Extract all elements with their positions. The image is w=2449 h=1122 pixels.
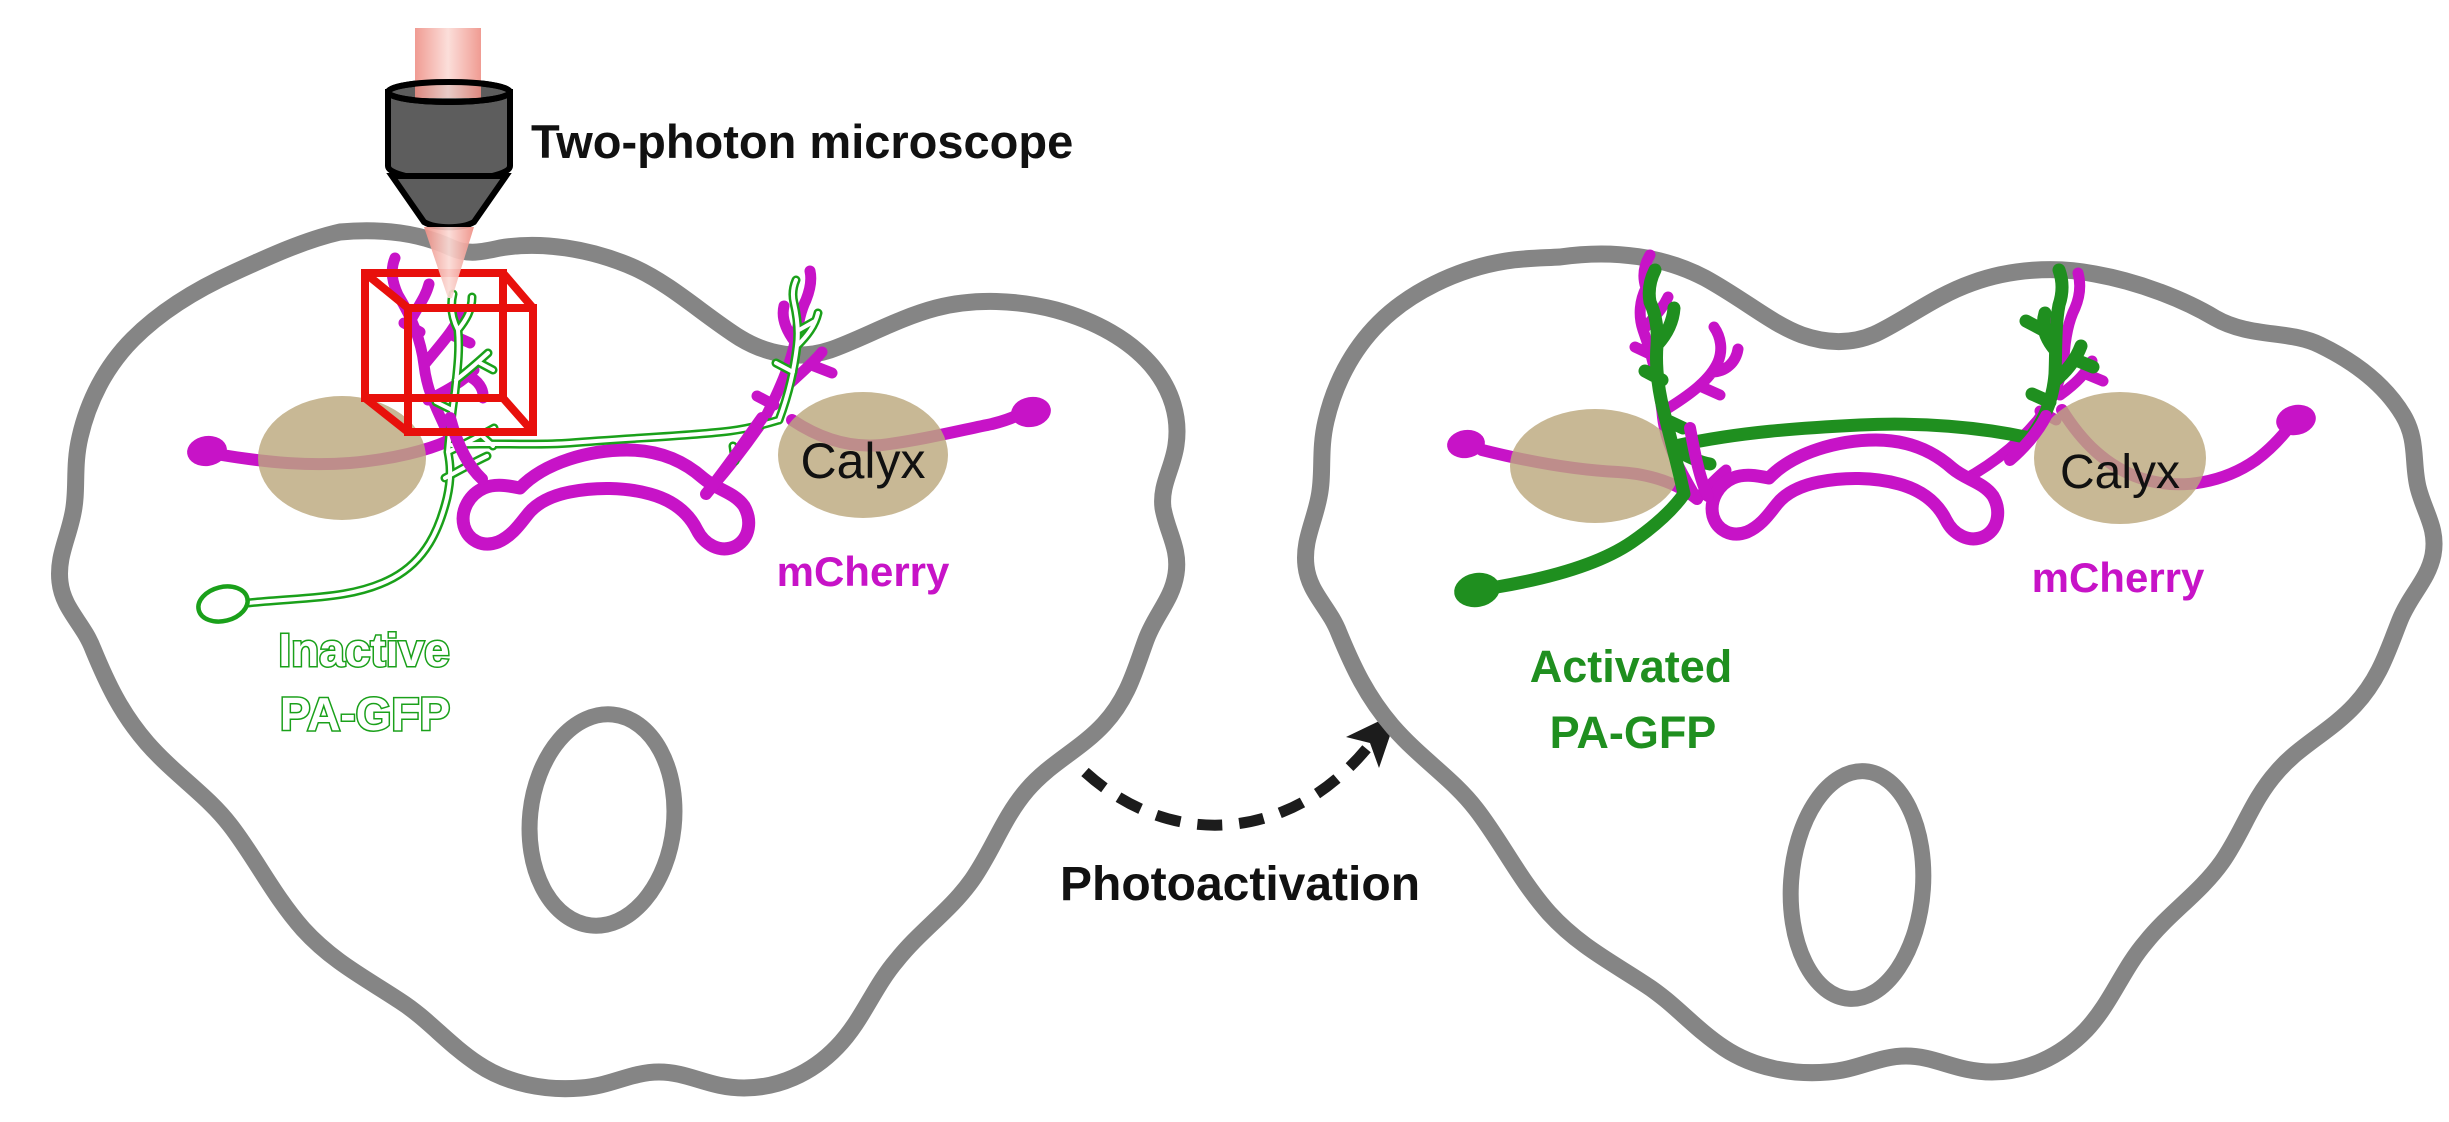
mcherry-overlap-right bbox=[1684, 410, 2052, 502]
objective-rim-outline bbox=[385, 79, 513, 105]
calyx-region-right-left bbox=[1510, 409, 1680, 523]
dashed-curved-arrow-icon bbox=[1081, 738, 1377, 831]
objective-cone bbox=[386, 173, 512, 231]
mcherry-soma-left-right bbox=[1011, 396, 1051, 428]
mcherry-soma-right-left bbox=[1447, 429, 1485, 459]
inactive-pagfp-label-line2: PA-GFP bbox=[280, 688, 450, 740]
laser-focus-cone bbox=[424, 227, 474, 298]
microscope-objective-icon bbox=[385, 28, 513, 231]
left-brain-outline bbox=[51, 222, 1186, 1098]
transition: Photoactivation bbox=[1060, 712, 1420, 911]
mcherry-lobe-loop-left bbox=[456, 443, 756, 556]
objective-barrel bbox=[385, 89, 513, 184]
activated-pagfp-label-line2: PA-GFP bbox=[1550, 707, 1717, 758]
inactive-pagfp-label-line1: Inactive bbox=[278, 624, 449, 676]
left-brain-foramen bbox=[521, 706, 683, 934]
right-brain-foramen bbox=[1782, 763, 1932, 1007]
mcherry-label-right: mCherry bbox=[2032, 554, 2205, 601]
mcherry-trunk-cross-right bbox=[1684, 410, 2052, 502]
mcherry-trunk-cross-left bbox=[444, 412, 768, 500]
mcherry-label-left: mCherry bbox=[777, 548, 950, 595]
inactive-pagfp-neuron bbox=[196, 280, 818, 624]
mcherry-lobe-loop-right bbox=[1705, 433, 2005, 546]
microscope-label: Two-photon microscope bbox=[531, 115, 1073, 168]
calyx-region-left-right bbox=[778, 392, 948, 518]
calyx-label-right: Calyx bbox=[2060, 446, 2180, 499]
mcherry-soma-right-right bbox=[2276, 404, 2316, 436]
calyx-region-left-left bbox=[258, 396, 426, 520]
calyx-region-right-right bbox=[2034, 392, 2206, 524]
inactive-pagfp-soma bbox=[196, 584, 250, 624]
right-panel: Calyx mCherry Activated PA-GFP bbox=[1297, 245, 2443, 1082]
activated-pagfp-label-line1: Activated bbox=[1530, 641, 1733, 692]
activated-pagfp-soma bbox=[1454, 572, 1500, 608]
laser-beam-icon bbox=[415, 28, 481, 98]
left-panel: Two-photon microscope Calyx mCherry Inac… bbox=[51, 28, 1186, 1098]
photoactivation-label: Photoactivation bbox=[1060, 858, 1420, 911]
photoactivation-volume-cube-icon bbox=[361, 269, 537, 436]
mcherry-overlap-left bbox=[444, 412, 768, 500]
mcherry-soma-left-left bbox=[187, 435, 227, 467]
calyx-label-left: Calyx bbox=[800, 433, 925, 489]
